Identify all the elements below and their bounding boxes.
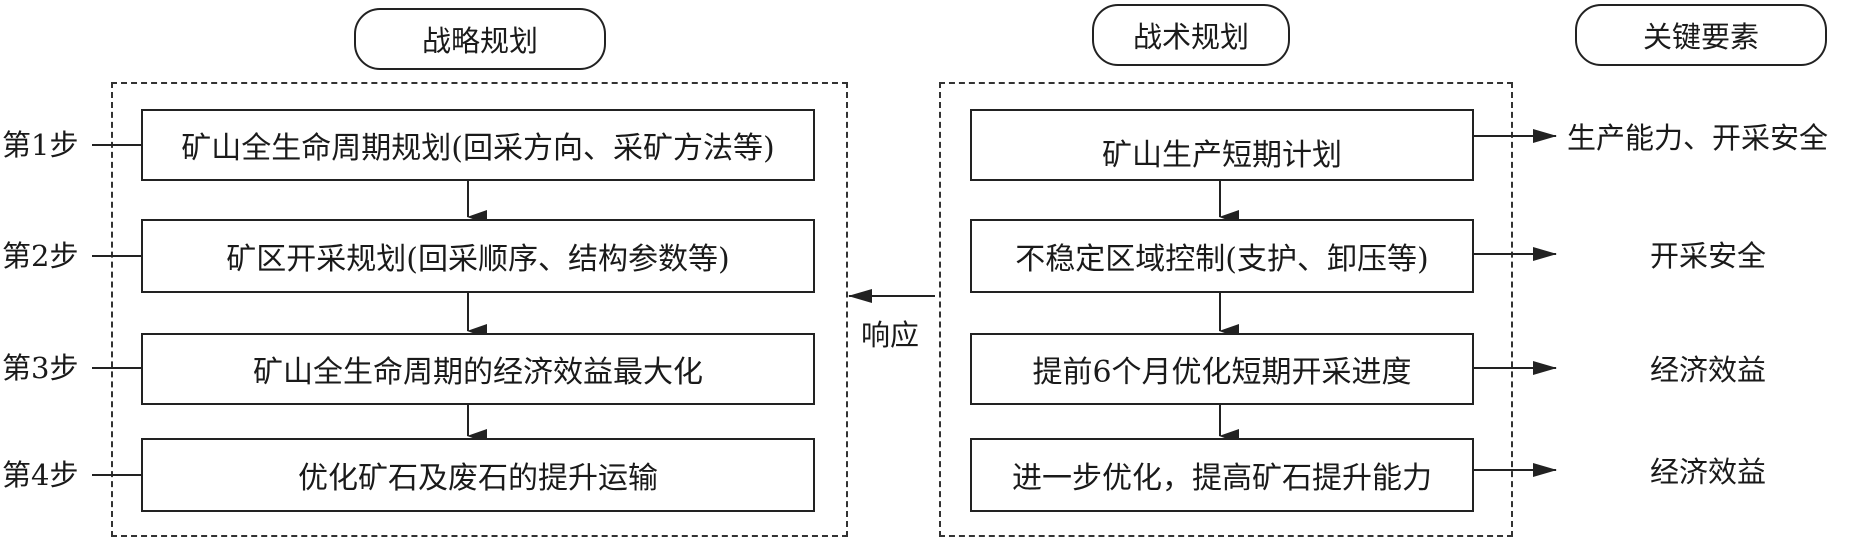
tactical-group (939, 82, 1513, 537)
respond-label: 响应 (861, 318, 920, 352)
step-label-1: 第1步 (2, 128, 79, 162)
step-label-2: 第2步 (2, 239, 79, 273)
strategic-box-3: 矿山全生命周期的经济效益最大化 (141, 333, 815, 405)
strategic-box-1: 矿山全生命周期规划(回采方向、采矿方法等) (141, 109, 815, 181)
tactical-box-4: 进一步优化，提高矿石提升能力 (970, 438, 1474, 512)
header-key-factors: 关键要素 (1575, 4, 1827, 66)
step-label-3: 第3步 (2, 351, 79, 385)
key-factor-2: 开采安全 (1650, 239, 1767, 273)
strategic-group (111, 82, 848, 537)
header-strategic: 战略规划 (354, 8, 606, 70)
tactical-box-1: 矿山生产短期计划 (970, 109, 1474, 181)
tactical-box-2: 不稳定区域控制(支护、卸压等) (970, 219, 1474, 293)
key-factor-1: 生产能力、开采安全 (1567, 121, 1829, 155)
strategic-box-4: 优化矿石及废石的提升运输 (141, 438, 815, 512)
key-factor-3: 经济效益 (1650, 353, 1767, 387)
key-factor-4: 经济效益 (1650, 455, 1767, 489)
header-tactical: 战术规划 (1092, 4, 1290, 66)
strategic-box-2: 矿区开采规划(回采顺序、结构参数等) (141, 219, 815, 293)
tactical-box-3: 提前6个月优化短期开采进度 (970, 333, 1474, 405)
step-label-4: 第4步 (2, 458, 79, 492)
